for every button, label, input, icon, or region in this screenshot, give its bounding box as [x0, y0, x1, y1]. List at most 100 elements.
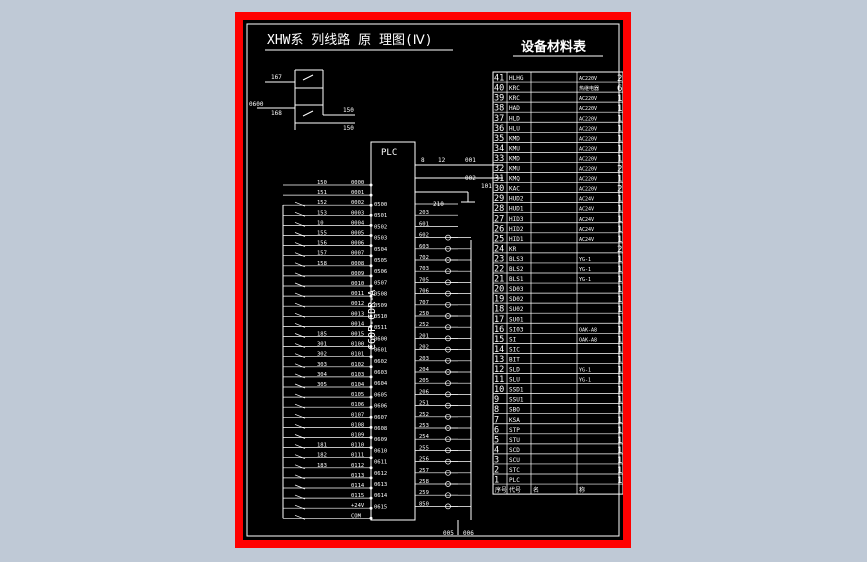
- wire-101: 101: [481, 183, 492, 190]
- material-spec: AC220V: [579, 156, 597, 162]
- material-qty: 1: [617, 335, 622, 345]
- output-wire-number: 253: [419, 423, 429, 429]
- input-terminal: [369, 304, 373, 308]
- material-code: SSD1: [509, 387, 524, 394]
- material-qty: 1: [617, 386, 622, 396]
- material-code: SIC: [509, 346, 520, 353]
- material-no: 1: [494, 476, 499, 486]
- input-wire-number: 302: [317, 352, 327, 358]
- material-code: SU01: [509, 316, 524, 323]
- material-spec: AC24V: [579, 197, 594, 203]
- label-0600: 0600: [249, 101, 264, 108]
- material-qty: 1: [617, 325, 622, 335]
- output-address: 0502: [374, 224, 387, 230]
- material-footer-label: 序号: [495, 486, 507, 494]
- material-no: 30: [494, 184, 504, 194]
- material-code: SU02: [509, 306, 524, 313]
- output-address: 0500: [374, 202, 387, 208]
- input-address: +24V: [351, 503, 365, 509]
- switch-contact: [294, 333, 306, 338]
- material-no: 21: [494, 275, 504, 285]
- output-wire-number: 252: [419, 322, 429, 328]
- input-wire-number: 185: [317, 332, 327, 338]
- switch-contact: [294, 484, 306, 490]
- material-qty: 1: [617, 225, 622, 235]
- material-no: 34: [494, 144, 504, 154]
- material-code: STP: [509, 427, 520, 434]
- input-terminal: [369, 203, 373, 207]
- material-qty: 1: [617, 305, 622, 315]
- switch-contact: [294, 464, 306, 470]
- input-wire-number: 305: [317, 382, 327, 388]
- output-address: 0611: [374, 460, 387, 466]
- output-address: 0507: [374, 280, 387, 286]
- material-no: 18: [494, 305, 504, 315]
- switch-contact: [294, 222, 306, 227]
- label-167: 167: [271, 74, 282, 81]
- output-address: 0609: [374, 437, 387, 443]
- output-wire-number: 603: [419, 244, 429, 250]
- material-code: SSU1: [509, 397, 524, 404]
- material-qty: 1: [617, 124, 622, 134]
- input-address: 0103: [351, 372, 364, 378]
- output-address: 0603: [374, 370, 387, 376]
- material-no: 27: [494, 214, 504, 224]
- input-address: 0115: [351, 493, 364, 499]
- output-wire-number: 707: [419, 300, 429, 306]
- material-spec: AC220V: [579, 177, 597, 183]
- material-spec: AC220V: [579, 96, 597, 102]
- material-code: HLU: [509, 125, 520, 132]
- material-qty: 1: [617, 406, 622, 416]
- output-address: 0607: [374, 415, 387, 421]
- material-spec: OAK-A8: [579, 327, 597, 333]
- material-code: SD03: [509, 286, 524, 293]
- output-address: 0613: [374, 482, 387, 488]
- input-address: 0101: [351, 352, 364, 358]
- input-terminal: [369, 254, 373, 258]
- input-address: 0009: [351, 271, 364, 277]
- material-qty: 1: [617, 295, 622, 305]
- material-code: KSA: [509, 417, 520, 424]
- material-qty: 1: [617, 456, 622, 466]
- drawing-sheet-border: XHW系 列线路 原 理图(Ⅳ) 设备材料表 167: [235, 12, 631, 548]
- material-qty: 1: [617, 366, 622, 376]
- material-spec: AC24V: [579, 237, 594, 243]
- material-no: 19: [494, 295, 504, 305]
- material-qty: 1: [617, 355, 622, 365]
- output-address: 0505: [374, 258, 387, 264]
- input-address: 0008: [351, 261, 364, 267]
- material-qty: 1: [617, 396, 622, 406]
- input-wire-number: 303: [317, 362, 327, 368]
- input-address: 0002: [351, 200, 364, 206]
- input-wire-number: 304: [317, 372, 328, 378]
- material-qty: 1: [617, 285, 622, 295]
- input-terminal: [369, 496, 373, 500]
- material-qty: 1: [617, 104, 622, 114]
- input-address: COM: [351, 513, 362, 519]
- input-terminal: [369, 425, 373, 429]
- output-wire-number: 202: [419, 345, 429, 351]
- switch-contact: [294, 312, 306, 318]
- material-no: 14: [494, 345, 504, 355]
- material-code: HLD: [509, 115, 520, 122]
- material-code: KMU: [509, 145, 520, 152]
- material-qty: 1: [617, 134, 622, 144]
- material-no: 4: [494, 445, 499, 455]
- output-wire-number: 255: [419, 445, 429, 451]
- output-wire-number: 250: [419, 311, 429, 317]
- material-spec: AC220V: [579, 106, 597, 112]
- input-terminal: [369, 244, 373, 248]
- material-code: SBO: [509, 407, 520, 414]
